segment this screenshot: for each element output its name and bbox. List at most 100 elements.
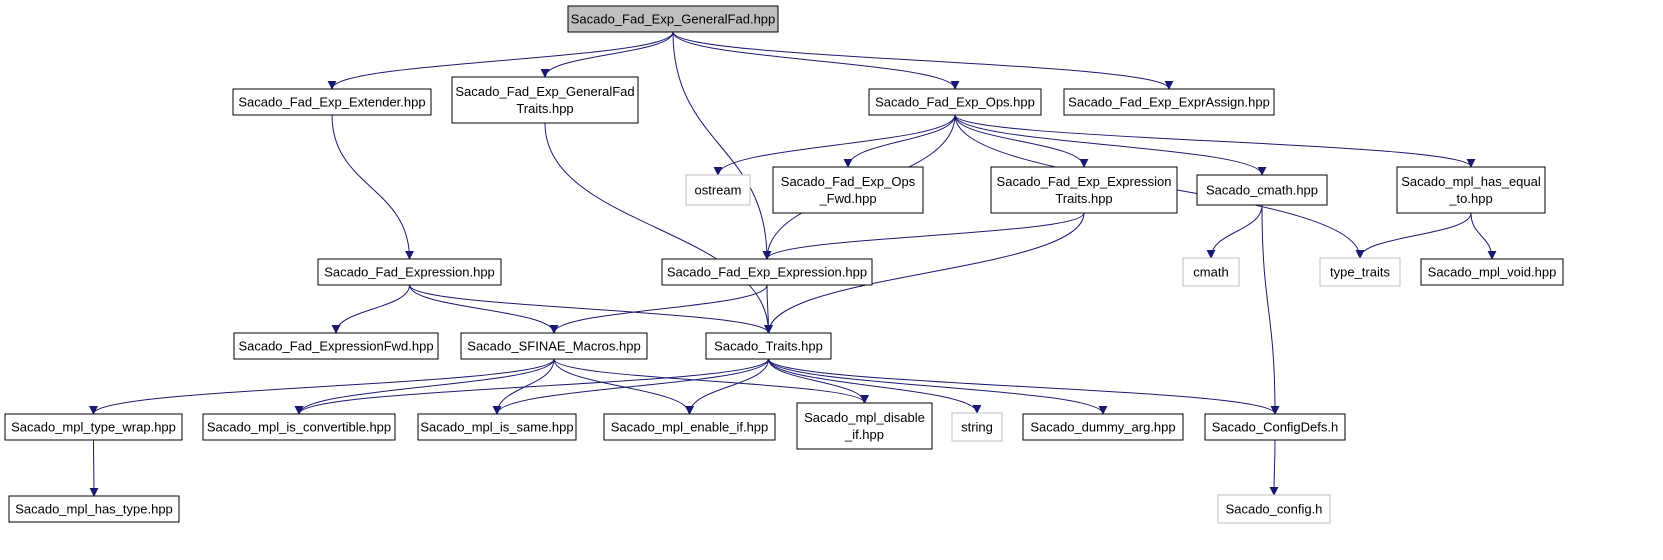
node-mpl_enable_if[interactable]: Sacado_mpl_enable_if.hpp — [603, 413, 776, 441]
node-mpl_has_type[interactable]: Sacado_mpl_has_type.hpp — [8, 495, 180, 523]
node-mpl_type_wrap-label-0: Sacado_mpl_type_wrap.hpp — [11, 420, 176, 435]
node-expression_traits-box — [990, 166, 1178, 214]
node-root[interactable]: Sacado_Fad_Exp_GeneralFad.hpp — [567, 5, 779, 33]
node-configdefs-label-0: Sacado_ConfigDefs.h — [1212, 420, 1338, 435]
node-expression_traits-label-1: Traits.hpp — [1055, 191, 1112, 206]
edge-ops-to-ostream — [713, 114, 956, 176]
node-cmath_hpp[interactable]: Sacado_cmath.hpp — [1196, 174, 1328, 206]
node-expression_traits-label-0: Sacado_Fad_Exp_Expression — [997, 174, 1172, 189]
node-mpl_is_convertible-label-0: Sacado_mpl_is_convertible.hpp — [207, 420, 391, 435]
node-sfinae_macros-label-0: Sacado_SFINAE_Macros.hpp — [467, 339, 640, 354]
edge-cmath_hpp-to-cmath — [1206, 204, 1263, 259]
node-traits-label-0: Sacado_Traits.hpp — [714, 339, 823, 354]
node-generalfad_traits-box — [451, 76, 639, 124]
node-cmath_hpp-label-0: Sacado_cmath.hpp — [1206, 183, 1318, 198]
node-mpl_has_equal_to-box — [1396, 166, 1546, 214]
edge-traits-to-mpl_enable_if — [685, 358, 769, 415]
node-mpl_has_type-label-0: Sacado_mpl_has_type.hpp — [15, 502, 173, 517]
edge-root-to-ops — [672, 31, 960, 90]
edge-root-to-extender — [327, 31, 674, 90]
node-mpl_enable_if-label-0: Sacado_mpl_enable_if.hpp — [611, 420, 769, 435]
node-mpl_disable_if-box — [796, 402, 933, 450]
edge-cmath_hpp-to-configdefs — [1261, 204, 1280, 415]
node-cmath-label-0: cmath — [1193, 265, 1228, 280]
edge-expression_traits-to-traits — [764, 212, 1085, 334]
node-dummy_arg-box — [1022, 413, 1184, 441]
node-expression_fwd[interactable]: Sacado_Fad_ExpressionFwd.hpp — [233, 332, 439, 360]
node-mpl_disable_if-label-1: _if.hpp — [844, 427, 884, 442]
node-traits[interactable]: Sacado_Traits.hpp — [705, 332, 832, 360]
node-cmath_hpp-box — [1196, 174, 1328, 206]
node-ostream-label-0: ostream — [695, 183, 742, 198]
node-traits-box — [705, 332, 832, 360]
node-config_h-box — [1217, 494, 1331, 524]
edge-root-to-exprassign — [672, 31, 1174, 90]
edge-traits-to-dummy_arg — [768, 358, 1108, 415]
edge-mpl_has_equal_to-to-mpl_void — [1470, 212, 1497, 260]
node-exp_expression-box — [661, 258, 873, 286]
node-ops-label-0: Sacado_Fad_Exp_Ops.hpp — [875, 95, 1035, 110]
node-string: string — [951, 412, 1003, 442]
node-cmath: cmath — [1182, 257, 1240, 287]
edge-fad_expression-to-traits — [409, 284, 773, 334]
node-exp_expression[interactable]: Sacado_Fad_Exp_Expression.hpp — [661, 258, 873, 286]
node-exprassign[interactable]: Sacado_Fad_Exp_ExprAssign.hpp — [1063, 88, 1275, 116]
node-ops_fwd[interactable]: Sacado_Fad_Exp_Ops_Fwd.hpp — [772, 166, 924, 214]
edge-mpl_type_wrap-to-mpl_has_type — [89, 439, 99, 497]
node-mpl_is_same-box — [417, 413, 577, 441]
edge-ops-to-mpl_has_equal_to — [954, 114, 1476, 168]
node-mpl_type_wrap-box — [4, 413, 183, 441]
node-dummy_arg[interactable]: Sacado_dummy_arg.hpp — [1022, 413, 1184, 441]
node-configdefs[interactable]: Sacado_ConfigDefs.h — [1204, 413, 1346, 441]
node-mpl_void-label-0: Sacado_mpl_void.hpp — [1428, 265, 1557, 280]
node-ops[interactable]: Sacado_Fad_Exp_Ops.hpp — [868, 88, 1042, 116]
edge-sfinae_macros-to-mpl_enable_if — [553, 358, 694, 415]
node-mpl_is_same[interactable]: Sacado_mpl_is_same.hpp — [417, 413, 577, 441]
node-string-box — [951, 412, 1003, 442]
node-mpl_type_wrap[interactable]: Sacado_mpl_type_wrap.hpp — [4, 413, 183, 441]
node-mpl_void[interactable]: Sacado_mpl_void.hpp — [1420, 258, 1564, 286]
edge-traits-to-configdefs — [768, 358, 1280, 415]
node-mpl_disable_if[interactable]: Sacado_mpl_disable_if.hpp — [796, 402, 933, 450]
node-ostream: ostream — [685, 174, 751, 206]
node-type_traits-box — [1319, 257, 1401, 287]
node-fad_expression[interactable]: Sacado_Fad_Expression.hpp — [317, 258, 502, 286]
node-mpl_is_convertible-box — [202, 413, 396, 441]
node-mpl_is_convertible[interactable]: Sacado_mpl_is_convertible.hpp — [202, 413, 396, 441]
edge-exp_expression-to-traits — [763, 284, 773, 334]
node-mpl_void-box — [1420, 258, 1564, 286]
node-ops-box — [868, 88, 1042, 116]
edge-configdefs-to-config_h — [1269, 439, 1279, 496]
node-expression_fwd-box — [233, 332, 439, 360]
node-sfinae_macros[interactable]: Sacado_SFINAE_Macros.hpp — [460, 332, 648, 360]
node-mpl_has_equal_to[interactable]: Sacado_mpl_has_equal_to.hpp — [1396, 166, 1546, 214]
node-fad_expression-box — [317, 258, 502, 286]
edge-sfinae_macros-to-mpl_disable_if — [553, 358, 869, 404]
node-type_traits: type_traits — [1319, 257, 1401, 287]
node-configdefs-box — [1204, 413, 1346, 441]
node-exprassign-label-0: Sacado_Fad_Exp_ExprAssign.hpp — [1068, 95, 1270, 110]
edge-extender-to-fad_expression — [331, 114, 414, 260]
node-mpl_has_equal_to-label-1: _to.hpp — [1448, 191, 1492, 206]
node-extender-box — [232, 88, 432, 116]
node-ops_fwd-label-0: Sacado_Fad_Exp_Ops — [781, 174, 916, 189]
node-config_h-label-0: Sacado_config.h — [1226, 502, 1323, 517]
edge-root-to-generalfad_traits — [540, 31, 674, 78]
edge-traits-to-mpl_is_same — [492, 358, 769, 415]
edge-sfinae_macros-to-mpl_type_wrap — [89, 358, 555, 415]
nodes-layer: Sacado_Fad_Exp_GeneralFad.hppSacado_Fad_… — [4, 5, 1564, 524]
node-fad_expression-label-0: Sacado_Fad_Expression.hpp — [324, 265, 495, 280]
node-expression_fwd-label-0: Sacado_Fad_ExpressionFwd.hpp — [238, 339, 433, 354]
node-ostream-box — [685, 174, 751, 206]
node-mpl_is_same-label-0: Sacado_mpl_is_same.hpp — [420, 420, 573, 435]
node-config_h: Sacado_config.h — [1217, 494, 1331, 524]
node-cmath-box — [1182, 257, 1240, 287]
edge-traits-to-mpl_is_convertible — [294, 358, 769, 415]
edge-ops-to-cmath_hpp — [954, 114, 1267, 176]
edge-fad_expression-to-expression_fwd — [331, 284, 410, 334]
node-root-label-0: Sacado_Fad_Exp_GeneralFad.hpp — [571, 12, 776, 27]
node-extender[interactable]: Sacado_Fad_Exp_Extender.hpp — [232, 88, 432, 116]
